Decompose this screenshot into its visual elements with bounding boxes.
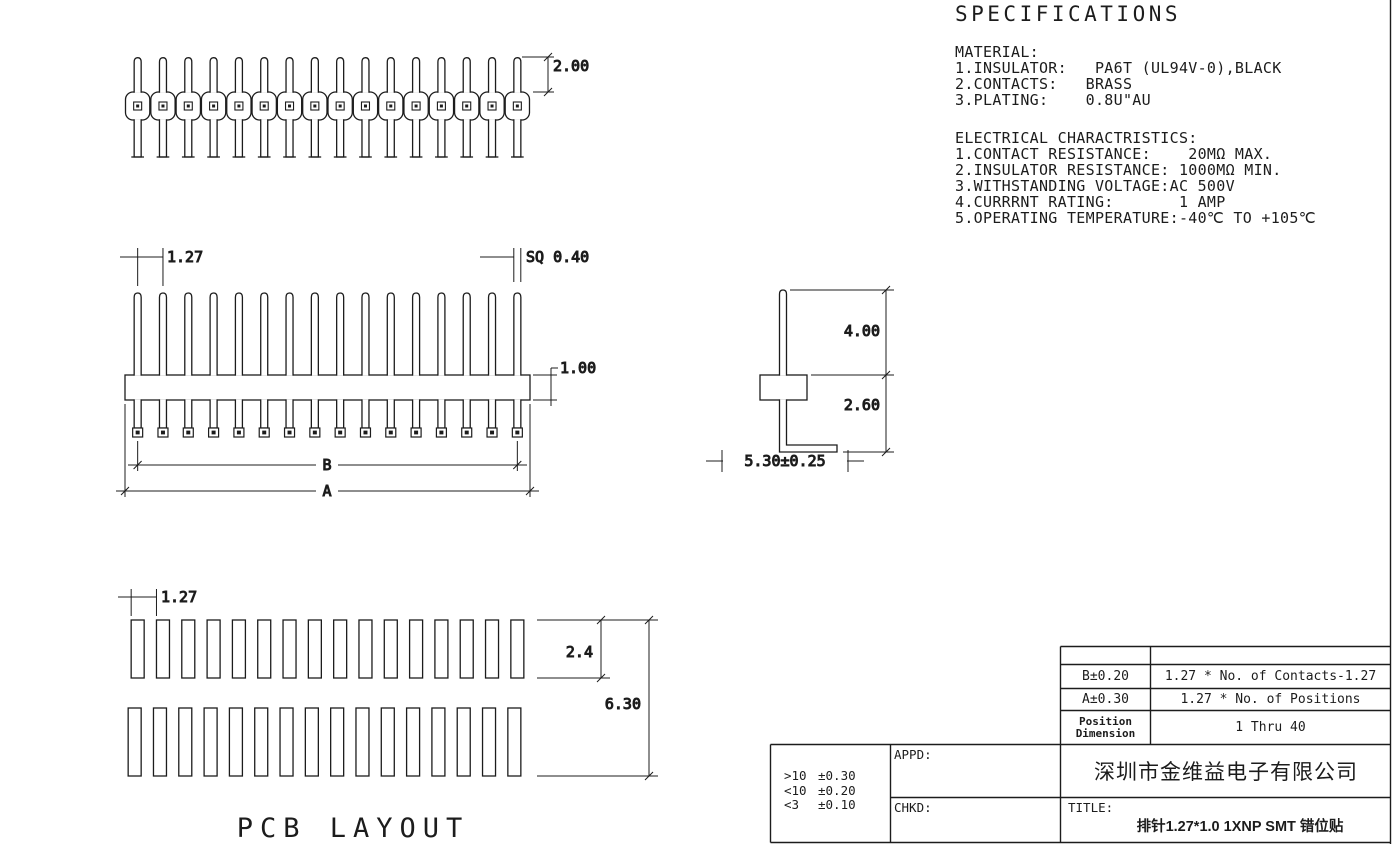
electrical-title: ELECTRICAL CHARACTRISTICS: bbox=[955, 129, 1198, 147]
side-view: 1.27 SQ 0.40 1.00 B bbox=[116, 248, 597, 501]
specs-heading: SPECIFICATIONS bbox=[955, 2, 1182, 26]
material-line: 3.PLATING: 0.8U"AU bbox=[955, 91, 1151, 109]
tolerance-table: >10 ±0.30 <10 ±0.20 <3 ±0.10 bbox=[784, 768, 888, 812]
material-line: 1.INSULATOR: PA6T (UL94V-0),BLACK bbox=[955, 59, 1282, 77]
electrical-line: 5.OPERATING TEMPERATURE:-40℃ TO +105℃ bbox=[955, 209, 1316, 227]
tolerance-row: >10 ±0.30 bbox=[784, 768, 888, 783]
svg-text:2.60: 2.60 bbox=[844, 396, 880, 414]
svg-text:1.27: 1.27 bbox=[161, 588, 197, 606]
tolerance-range: <3 bbox=[784, 797, 800, 812]
dim-pin-length: 2.00 bbox=[522, 52, 590, 97]
svg-text:B: B bbox=[322, 456, 331, 474]
chkd-label: CHKD: bbox=[894, 800, 932, 815]
svg-text:6.30: 6.30 bbox=[605, 695, 641, 713]
dim-b-formula: 1.27 * No. of Contacts-1.27 bbox=[1164, 669, 1377, 684]
material-title: MATERIAL: bbox=[955, 43, 1039, 61]
dim-a-formula: 1.27 * No. of Positions bbox=[1180, 692, 1361, 707]
title-label: TITLE: bbox=[1068, 800, 1114, 815]
tolerance-row: <3 ±0.10 bbox=[784, 797, 888, 812]
svg-text:A: A bbox=[322, 482, 331, 500]
position-dimension-label: Position Dimension bbox=[1075, 714, 1136, 740]
dim-pcb-pitch: 1.27 bbox=[118, 588, 198, 616]
dim-mate-length: 4.00 2.60 bbox=[790, 285, 894, 457]
svg-text:1.27: 1.27 bbox=[167, 248, 203, 266]
svg-text:SQ 0.40: SQ 0.40 bbox=[526, 248, 589, 266]
dim-pitch: 1.27 bbox=[120, 248, 204, 286]
appd-label: APPD: bbox=[894, 747, 932, 762]
dim-b: B bbox=[128, 441, 527, 475]
pcb-pads bbox=[127, 619, 525, 777]
svg-text:2.4: 2.4 bbox=[566, 643, 593, 661]
single-pin-view: 4.00 2.60 5.30±0.25 bbox=[706, 285, 894, 472]
material-section: MATERIAL: 1.INSULATOR: PA6T (UL94V-0),BL… bbox=[955, 44, 1282, 108]
part-title: 排针1.27*1.0 1XNP SMT 错位贴 bbox=[1136, 819, 1344, 835]
svg-text:4.00: 4.00 bbox=[844, 322, 880, 340]
pcb-layout-label: PCB LAYOUT bbox=[237, 813, 470, 844]
svg-text:2.00: 2.00 bbox=[553, 57, 589, 75]
dim-pin-square: SQ 0.40 bbox=[480, 248, 590, 282]
position-range: 1 Thru 40 bbox=[1235, 720, 1306, 735]
tolerance-value: ±0.20 bbox=[818, 782, 856, 798]
electrical-line: 3.WITHSTANDING VOLTAGE:AC 500V bbox=[955, 177, 1235, 195]
tolerance-range: <10 bbox=[784, 782, 807, 798]
electrical-line: 2.INSULATOR RESISTANCE: 1000MΩ MIN. bbox=[955, 161, 1282, 179]
side-view-pins bbox=[132, 292, 523, 438]
dim-pad-span: 6.30 bbox=[537, 615, 658, 781]
tolerance-value: ±0.10 bbox=[818, 797, 856, 812]
electrical-line: 1.CONTACT RESISTANCE: 20MΩ MAX. bbox=[955, 145, 1273, 163]
material-line: 2.CONTACTS: BRASS bbox=[955, 75, 1133, 93]
svg-text:1.00: 1.00 bbox=[560, 359, 596, 377]
front-view-pins bbox=[124, 57, 531, 158]
front-view: 2.00 bbox=[124, 52, 590, 158]
svg-text:5.30±0.25: 5.30±0.25 bbox=[744, 452, 825, 470]
dim-body-height: 1.00 bbox=[533, 359, 597, 406]
tolerance-value: ±0.30 bbox=[818, 768, 856, 783]
dim-a: A bbox=[116, 404, 539, 501]
title-block-lines bbox=[769, 0, 1392, 844]
dim-pad-height: 2.4 bbox=[537, 615, 658, 683]
dim-overall-width: 5.30±0.25 bbox=[706, 450, 864, 472]
tolerance-row: <10 ±0.20 bbox=[784, 783, 888, 798]
dim-a-tolerance: A±0.30 bbox=[1082, 692, 1129, 707]
pcb-layout-view: 1.27 2.4 6.30 PCB LAYOUT bbox=[118, 588, 658, 844]
dim-b-tolerance: B±0.20 bbox=[1082, 669, 1129, 684]
electrical-section: ELECTRICAL CHARACTRISTICS: 1.CONTACT RES… bbox=[955, 130, 1316, 226]
electrical-line: 4.CURRRNT RATING: 1 AMP bbox=[955, 193, 1226, 211]
company-name: 深圳市金维益电子有限公司 bbox=[1094, 761, 1358, 784]
tolerance-range: >10 bbox=[784, 768, 807, 783]
